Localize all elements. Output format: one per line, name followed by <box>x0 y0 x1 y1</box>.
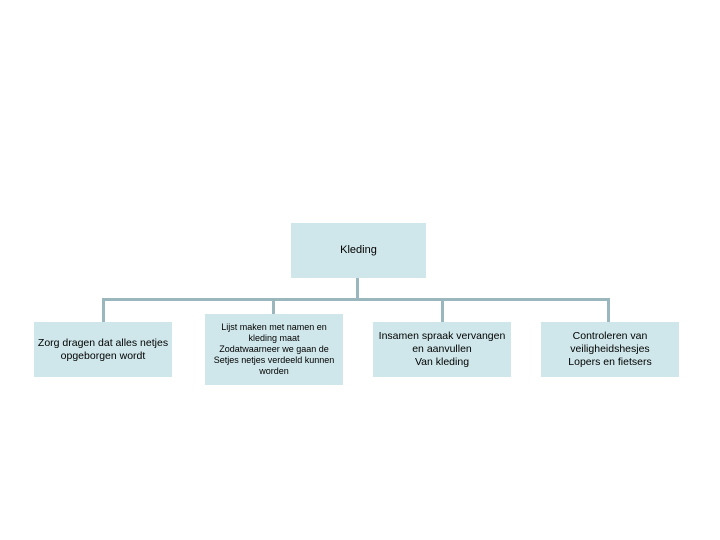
connector-drop-child-1 <box>102 299 105 322</box>
node-child-4[interactable]: Controleren van veiligheidshesjes Lopers… <box>541 322 679 377</box>
connector-drop-child-3 <box>441 299 444 322</box>
connector-root-stem <box>356 278 359 300</box>
node-child-2[interactable]: Lijst maken met namen en kleding maat Zo… <box>205 314 343 385</box>
node-child-3[interactable]: Insamen spraak vervangen en aanvullen Va… <box>373 322 511 377</box>
node-child-1[interactable]: Zorg dragen dat alles netjes opgeborgen … <box>34 322 172 377</box>
connector-drop-child-2 <box>272 299 275 315</box>
connector-horizontal-bus <box>102 298 610 301</box>
connector-drop-child-4 <box>607 299 610 322</box>
node-root-kleding[interactable]: Kleding <box>291 223 426 278</box>
